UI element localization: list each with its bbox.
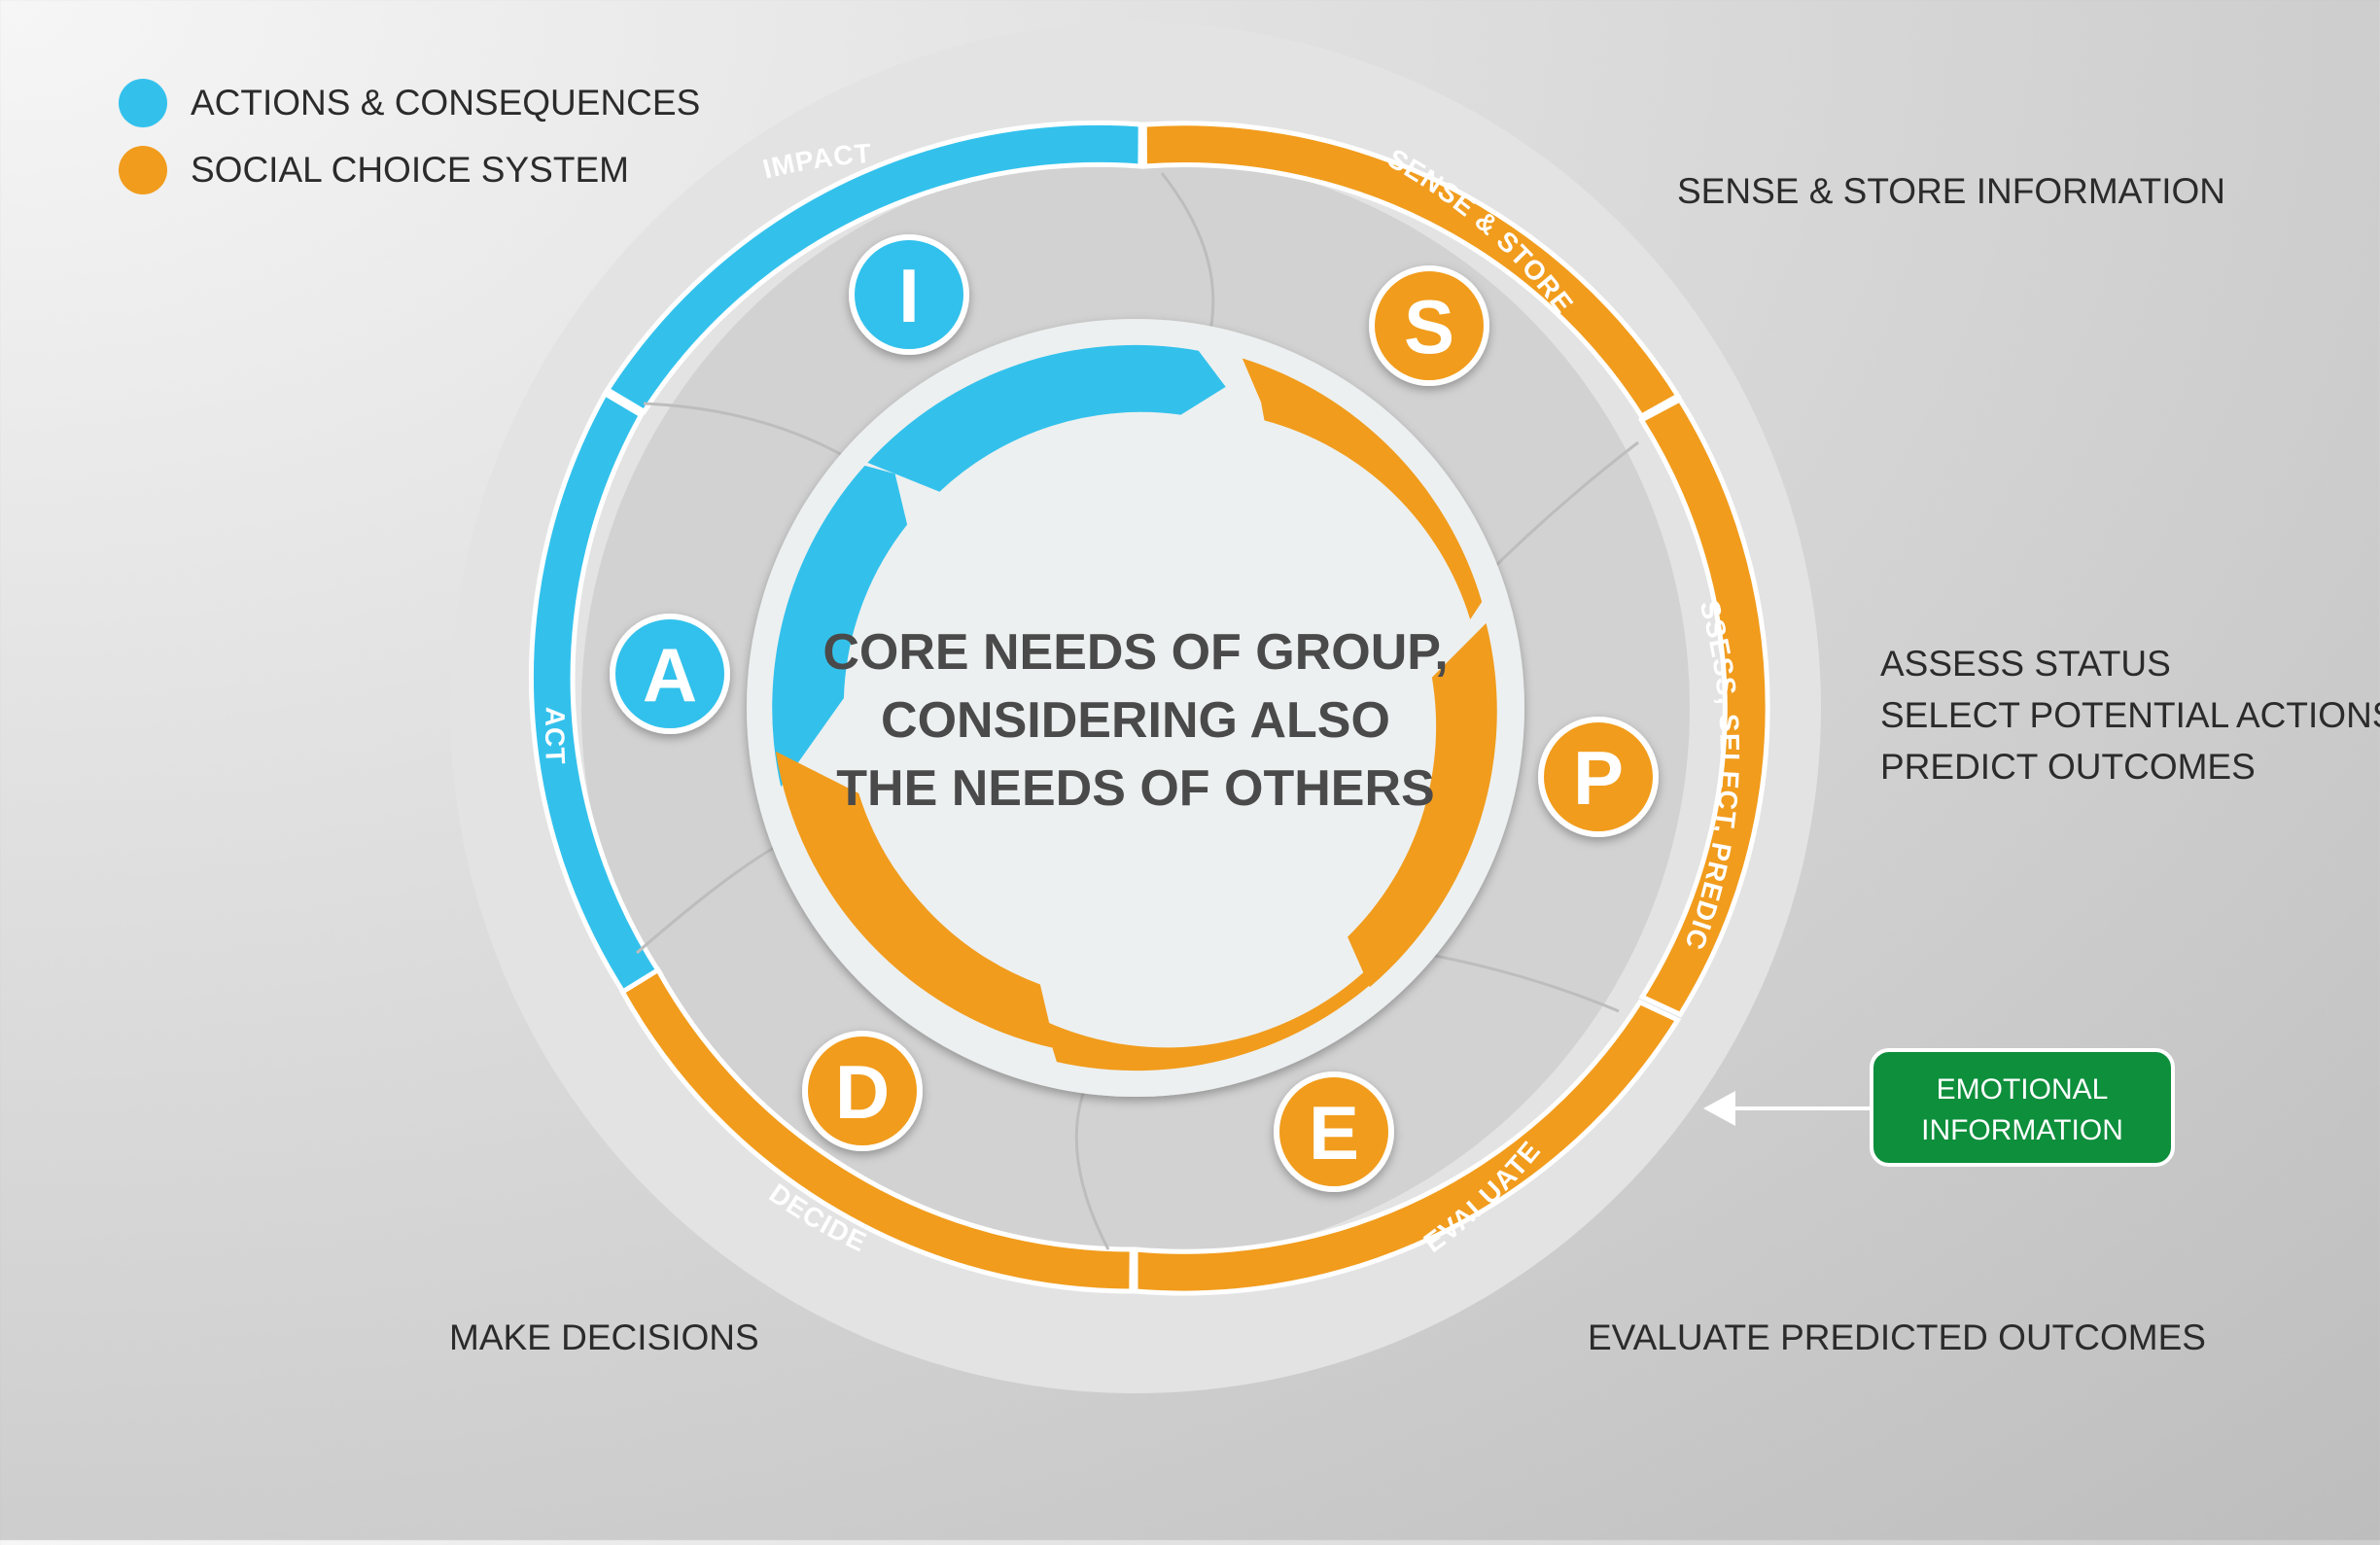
emotional-arrow — [1703, 1091, 1872, 1126]
badge-letter-d: D — [835, 1049, 890, 1135]
center-line-3: THE NEEDS OF OTHERS — [836, 760, 1434, 817]
emotional-info-box: EMOTIONAL INFORMATION — [1870, 1048, 2175, 1167]
legend-label-social: SOCIAL CHOICE SYSTEM — [191, 150, 629, 190]
label-predict-outcomes: PREDICT OUTCOMES — [1880, 747, 2256, 787]
svg-text:ACT: ACT — [540, 707, 571, 766]
ring-segment-impact — [604, 120, 1143, 415]
badge-d: D — [802, 1031, 923, 1151]
arrow-orange-bottom — [1043, 966, 1389, 1071]
ring-segment-decide — [618, 966, 1135, 1294]
ring-segment-act — [528, 390, 664, 1000]
legend-swatch-blue — [119, 79, 167, 127]
arrow-blue-bottom — [772, 465, 908, 788]
badge-letter-s: S — [1404, 284, 1454, 369]
center-disc — [846, 418, 1425, 998]
badge-e: E — [1274, 1071, 1394, 1192]
arrow-orange-left — [775, 751, 1056, 1049]
ring-segment-assess — [1637, 396, 1770, 1018]
badge-p: P — [1538, 717, 1659, 837]
badge-i: I — [849, 234, 969, 355]
arrow-orange-right-bottom — [1348, 622, 1497, 988]
center-line-2: CONSIDERING ALSO — [881, 692, 1390, 749]
center-text: CORE NEEDS OF GROUP, CONSIDERING ALSO TH… — [822, 624, 1448, 817]
badge-letter-e: E — [1309, 1090, 1359, 1176]
outer-ring — [528, 120, 1770, 1296]
legend-label-actions: ACTIONS & CONSEQUENCES — [191, 83, 700, 123]
badge-s: S — [1369, 265, 1489, 386]
ring-label-act: ACT — [540, 707, 570, 766]
ring-segment-sense — [1141, 121, 1682, 420]
arrow-ring — [772, 344, 1497, 1071]
center-line-1: CORE NEEDS OF GROUP, — [822, 624, 1448, 681]
badge-a: A — [610, 614, 730, 734]
arrow-orange-right-top — [1242, 358, 1483, 620]
legend: ACTIONS & CONSEQUENCES SOCIAL CHOICE SYS… — [119, 79, 700, 194]
label-select-actions: SELECT POTENTIAL ACTIONS — [1880, 695, 2380, 735]
label-evaluate-outcomes: EVALUATE PREDICTED OUTCOMES — [1588, 1317, 2206, 1357]
badge-letter-p: P — [1573, 735, 1624, 821]
badge-letter-a: A — [643, 632, 697, 718]
ring-segment-evaluate — [1133, 999, 1682, 1296]
legend-swatch-orange — [119, 146, 167, 194]
label-sense-store: SENSE & STORE INFORMATION — [1677, 171, 2225, 211]
emotional-line-1: EMOTIONAL — [1937, 1073, 2109, 1106]
label-make-decisions: MAKE DECISIONS — [449, 1317, 759, 1357]
arrow-blue-top — [867, 344, 1226, 492]
badge-letter-i: I — [898, 253, 920, 338]
label-assess-status: ASSESS STATUS — [1880, 644, 2171, 684]
emotional-line-2: INFORMATION — [1921, 1114, 2123, 1146]
